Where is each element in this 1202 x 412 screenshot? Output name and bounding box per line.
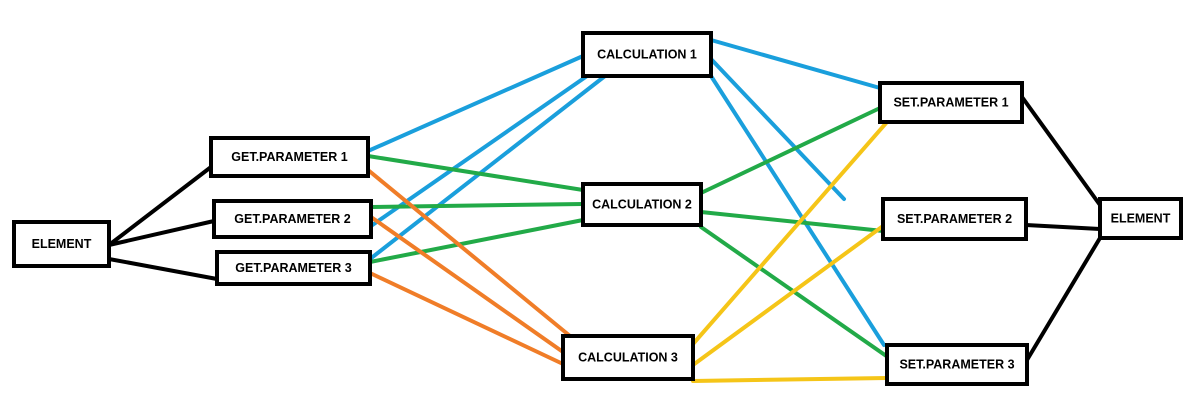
node-label-get-parameter-3: GET.PARAMETER 3: [235, 261, 351, 275]
node-label-element-right: ELEMENT: [1111, 212, 1171, 226]
edges-layer: [107, 38, 1102, 383]
node-label-set-parameter-2: SET.PARAMETER 2: [897, 212, 1012, 226]
node-box-calculation-3: [561, 334, 695, 381]
edge-get-parameter-1-to-calculation-3: [366, 168, 572, 338]
node-label-set-parameter-1: SET.PARAMETER 1: [893, 96, 1008, 110]
edge-calculation-1-to-set-parameter-3: [709, 74, 886, 347]
node-element-right: ELEMENT: [1098, 197, 1183, 240]
nodes-layer: ELEMENT GET.PARAMETER 1 GET.PARAMETER 2 GET…: [12, 31, 1183, 386]
node-calculation-2: CALCULATION 2: [581, 182, 703, 227]
node-label-get-parameter-2: GET.PARAMETER 2: [234, 212, 350, 226]
node-box-get-parameter-3: [215, 250, 372, 286]
edge-element-left-to-get-parameter-2: [107, 219, 216, 247]
edge-calculation-2-to-set-parameter-3: [699, 225, 894, 362]
node-box-get-parameter-2: [212, 199, 373, 239]
node-box-set-parameter-1: [878, 81, 1024, 124]
node-box-calculation-1: [581, 31, 713, 78]
edge-get-parameter-3-to-calculation-3: [368, 271, 565, 366]
node-box-calculation-2: [581, 182, 703, 227]
edge-element-left-to-get-parameter-3: [107, 257, 219, 281]
edge-calculation-1-to-set-parameter-2: [709, 57, 846, 201]
node-get-parameter-3: GET.PARAMETER 3: [215, 250, 372, 286]
edge-calculation-2-to-set-parameter-2: [699, 210, 885, 233]
node-get-parameter-1: GET.PARAMETER 1: [209, 136, 370, 178]
edge-set-parameter-2-to-element-right: [1024, 223, 1102, 231]
node-calculation-3: CALCULATION 3: [561, 334, 695, 381]
node-calculation-1: CALCULATION 1: [581, 31, 713, 78]
node-get-parameter-2: GET.PARAMETER 2: [212, 199, 373, 239]
edge-calculation-3-to-set-parameter-1: [691, 120, 889, 346]
node-label-calculation-1: CALCULATION 1: [597, 48, 697, 62]
node-box-element-left: [12, 220, 111, 268]
node-box-set-parameter-2: [881, 197, 1028, 241]
edge-calculation-3-to-set-parameter-2: [691, 224, 885, 367]
node-element-left: ELEMENT: [12, 220, 111, 268]
edge-get-parameter-1-to-calculation-1: [366, 54, 585, 153]
node-label-element-left: ELEMENT: [32, 237, 92, 251]
edge-set-parameter-3-to-element-right: [1025, 236, 1102, 362]
edge-calculation-2-to-set-parameter-1: [699, 106, 882, 195]
edge-get-parameter-2-to-calculation-3: [369, 215, 565, 354]
node-label-get-parameter-1: GET.PARAMETER 1: [231, 150, 347, 164]
edge-get-parameter-1-to-calculation-2: [366, 154, 585, 192]
node-label-set-parameter-3: SET.PARAMETER 3: [899, 358, 1014, 372]
edge-get-parameter-3-to-calculation-1: [368, 74, 607, 261]
edge-set-parameter-1-to-element-right: [1020, 95, 1102, 207]
edge-get-parameter-2-to-calculation-2: [369, 202, 585, 209]
node-label-calculation-2: CALCULATION 2: [592, 198, 692, 212]
node-set-parameter-2: SET.PARAMETER 2: [881, 197, 1028, 241]
edge-calculation-3-to-set-parameter-3: [691, 376, 889, 383]
node-box-element-right: [1098, 197, 1183, 240]
node-set-parameter-3: SET.PARAMETER 3: [885, 343, 1029, 386]
edge-get-parameter-3-to-calculation-2: [368, 218, 585, 264]
edge-calculation-1-to-set-parameter-1: [709, 38, 882, 90]
node-box-set-parameter-3: [885, 343, 1029, 386]
node-set-parameter-1: SET.PARAMETER 1: [878, 81, 1024, 124]
node-box-get-parameter-1: [209, 136, 370, 178]
node-label-calculation-3: CALCULATION 3: [578, 351, 678, 365]
edge-element-left-to-get-parameter-1: [107, 165, 213, 247]
